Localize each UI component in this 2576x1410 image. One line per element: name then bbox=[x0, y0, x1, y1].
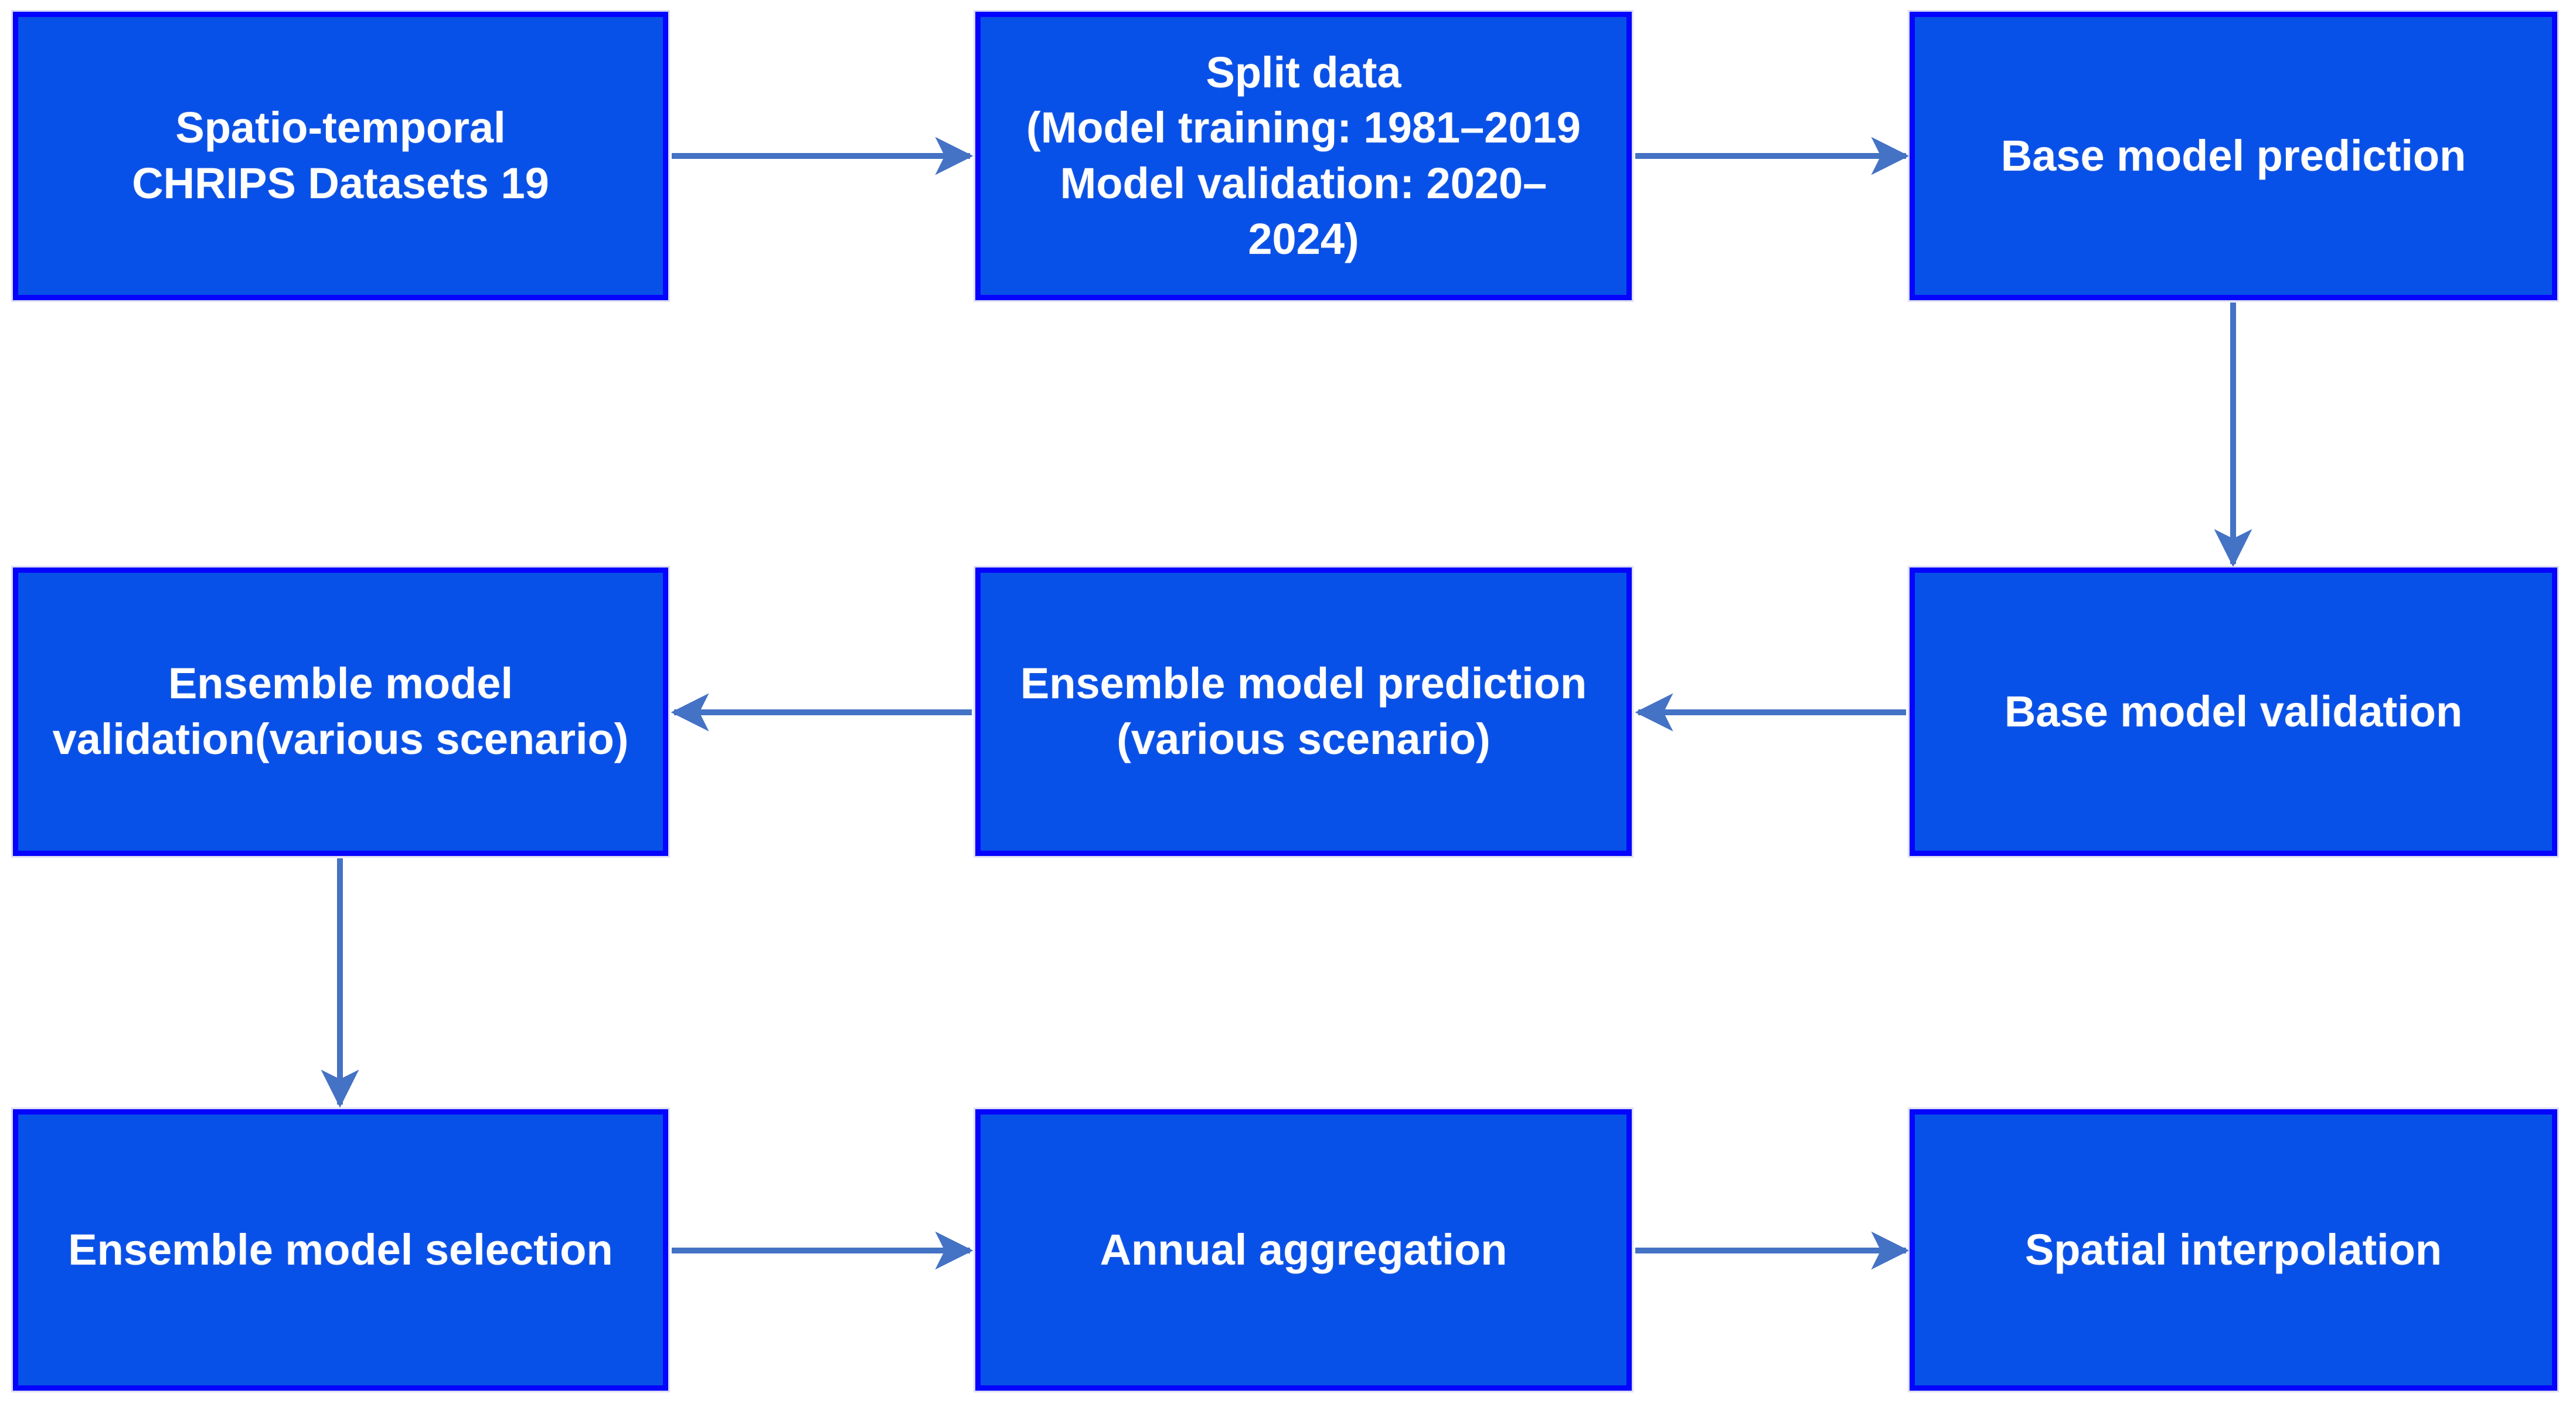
flow-node-base-model-prediction-label: Base model prediction bbox=[2000, 131, 2466, 180]
flow-node-ensemble-model-prediction: Ensemble model prediction (various scena… bbox=[975, 568, 1632, 856]
flow-node-base-model-validation-label: Base model validation bbox=[2004, 687, 2463, 736]
flow-node-ensemble-model-validation: Ensemble model validation(various scenar… bbox=[13, 568, 668, 856]
flow-node-split-data-label: Split data (Model training: 1981–2019 Mo… bbox=[1026, 47, 1581, 263]
flow-node-chrips-datasets-label: Spatio-temporal CHRIPS Datasets 19 bbox=[132, 103, 549, 208]
flow-node-base-model-validation: Base model validation bbox=[1910, 568, 2557, 856]
flow-node-spatial-interpolation: Spatial interpolation bbox=[1910, 1109, 2557, 1391]
flow-node-spatial-interpolation-label: Spatial interpolation bbox=[2024, 1225, 2442, 1274]
flow-node-base-model-prediction: Base model prediction bbox=[1910, 12, 2557, 300]
flow-node-split-data: Split data (Model training: 1981–2019 Mo… bbox=[975, 12, 1632, 300]
flow-node-chrips-datasets: Spatio-temporal CHRIPS Datasets 19 bbox=[13, 12, 668, 300]
flow-node-annual-aggregation: Annual aggregation bbox=[975, 1109, 1632, 1391]
flow-node-ensemble-model-validation-label: Ensemble model validation(various scenar… bbox=[52, 659, 629, 763]
flow-node-annual-aggregation-label: Annual aggregation bbox=[1100, 1225, 1508, 1274]
flow-node-ensemble-model-selection-label: Ensemble model selection bbox=[68, 1225, 613, 1274]
flow-node-ensemble-model-selection: Ensemble model selection bbox=[13, 1109, 668, 1391]
flow-node-ensemble-model-prediction-label: Ensemble model prediction (various scena… bbox=[1020, 659, 1587, 763]
